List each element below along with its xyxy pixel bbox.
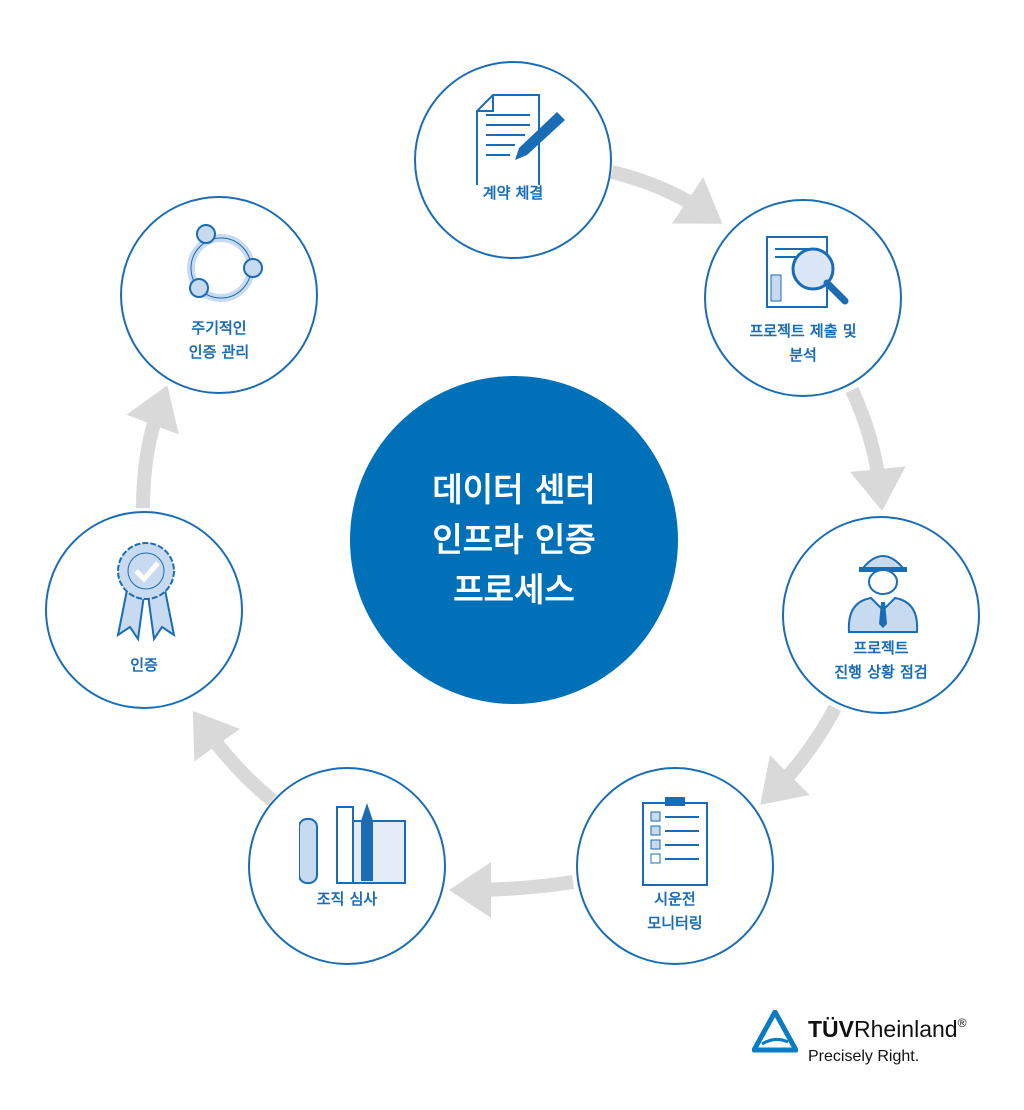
cycle-icon: [187, 224, 263, 302]
tuv-triangle-icon: [752, 1010, 798, 1053]
arrow-2: [845, 387, 906, 511]
tagline: Precisely Right.: [808, 1048, 920, 1065]
brand-rest: Rheinland: [854, 1016, 958, 1042]
engineer-icon: [847, 555, 919, 633]
step-label: 진행 상황 점검: [834, 663, 928, 681]
step-label: 프로젝트 제출 및: [749, 322, 857, 340]
center-title-line: 프로세스: [453, 570, 575, 609]
brand-bold: TÜV: [808, 1016, 854, 1042]
step-certification: 인증: [45, 511, 243, 709]
contract-pencil-icon: [476, 94, 565, 185]
document-magnifier-icon: [766, 236, 849, 308]
step-label: 계약 체결: [482, 184, 544, 202]
arrow-6: [126, 385, 179, 509]
arrow-1: [610, 165, 723, 224]
registered-mark: ®: [957, 1016, 967, 1030]
step-label: 인증: [130, 656, 158, 674]
tuv-rheinland-logo: TÜVRheinland® Precisely Right.: [752, 1008, 992, 1072]
step-label: 주기적인: [191, 319, 247, 337]
certificate-ribbon-icon: [116, 542, 176, 642]
step-label: 모니터링: [647, 914, 703, 932]
step-contract: 계약 체결: [414, 61, 612, 259]
arrow-3: [760, 704, 842, 805]
step-label: 인증 관리: [188, 343, 250, 361]
step-label: 분석: [789, 346, 817, 364]
blueprint-ruler-icon: [299, 803, 406, 884]
arrow-5: [192, 710, 277, 806]
arrow-4: [449, 861, 575, 918]
step-label: 프로젝트: [853, 639, 909, 657]
step-label: 조직 심사: [316, 890, 378, 908]
center-title-line: 인프라 인증: [432, 520, 596, 559]
checklist-clipboard-icon: [642, 797, 708, 886]
step-label: 시운전: [654, 890, 696, 908]
step-organization-audit: 조직 심사: [248, 767, 446, 965]
center-title-line: 데이터 센터: [432, 470, 596, 509]
